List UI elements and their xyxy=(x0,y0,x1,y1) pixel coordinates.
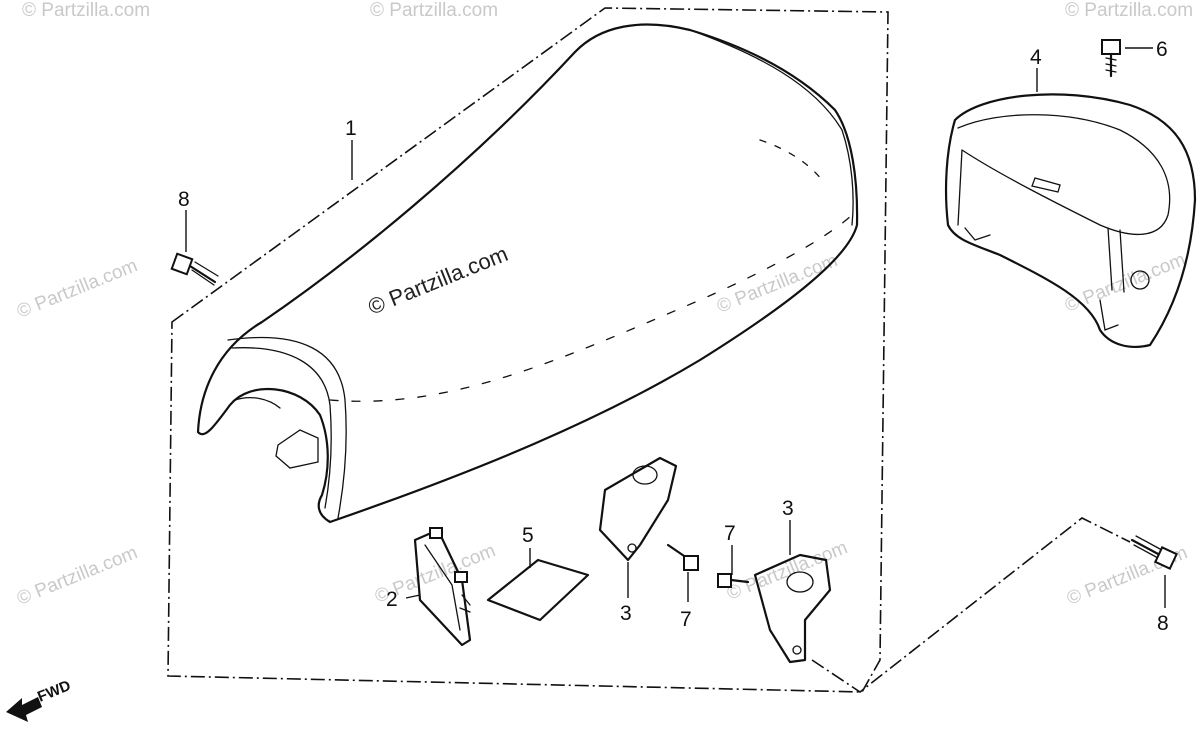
bolt-6-illustration xyxy=(1101,39,1121,78)
rear-cowl-illustration xyxy=(944,93,1197,348)
callout-labels: 1 8 4 6 5 2 3 7 7 3 8 xyxy=(178,38,1169,635)
leader-lines xyxy=(185,47,1166,693)
arrow-icon xyxy=(6,697,42,722)
assembly-outline xyxy=(167,7,889,693)
bolt-7-right-illustration xyxy=(717,573,750,588)
watermark-center: © Partzilla.com xyxy=(365,241,512,320)
callout-8-right: 8 xyxy=(1157,612,1169,635)
watermark-right-edge: © Partzilla.com xyxy=(1062,249,1189,316)
bolt-8-right-illustration xyxy=(1130,535,1178,570)
watermark-bottom-right: © Partzilla.com xyxy=(724,537,851,604)
callout-4: 4 xyxy=(1030,46,1042,69)
fwd-label: FWD xyxy=(35,677,73,706)
bolt-7-left-illustration xyxy=(666,543,699,571)
watermark-top-mid: © Partzilla.com xyxy=(370,0,498,21)
callout-1: 1 xyxy=(345,117,357,140)
callout-5: 5 xyxy=(522,524,534,547)
bolt-8-left-illustration xyxy=(170,252,219,286)
watermark-layer: © Partzilla.com © Partzilla.com © Partzi… xyxy=(14,0,1193,610)
bracket-illustration xyxy=(413,527,472,647)
watermark-top-right: © Partzilla.com xyxy=(1065,0,1193,21)
hinge-plate-left-illustration xyxy=(598,456,678,562)
callout-7-left: 7 xyxy=(680,608,692,631)
watermark-bottom-left: © Partzilla.com xyxy=(14,542,141,609)
callout-7-right: 7 xyxy=(724,522,736,545)
label-plate-illustration xyxy=(486,558,590,622)
callout-2: 2 xyxy=(386,588,398,611)
callout-3-left: 3 xyxy=(620,602,632,625)
callout-3-right: 3 xyxy=(782,497,794,520)
hinge-plate-right-illustration xyxy=(753,553,832,664)
callout-8-left: 8 xyxy=(178,188,190,211)
watermark-top-left: © Partzilla.com xyxy=(22,0,150,21)
seat-illustration xyxy=(196,23,859,524)
fwd-arrow: FWD xyxy=(6,677,73,722)
callout-6: 6 xyxy=(1156,38,1168,61)
watermark-left: © Partzilla.com xyxy=(14,255,141,322)
